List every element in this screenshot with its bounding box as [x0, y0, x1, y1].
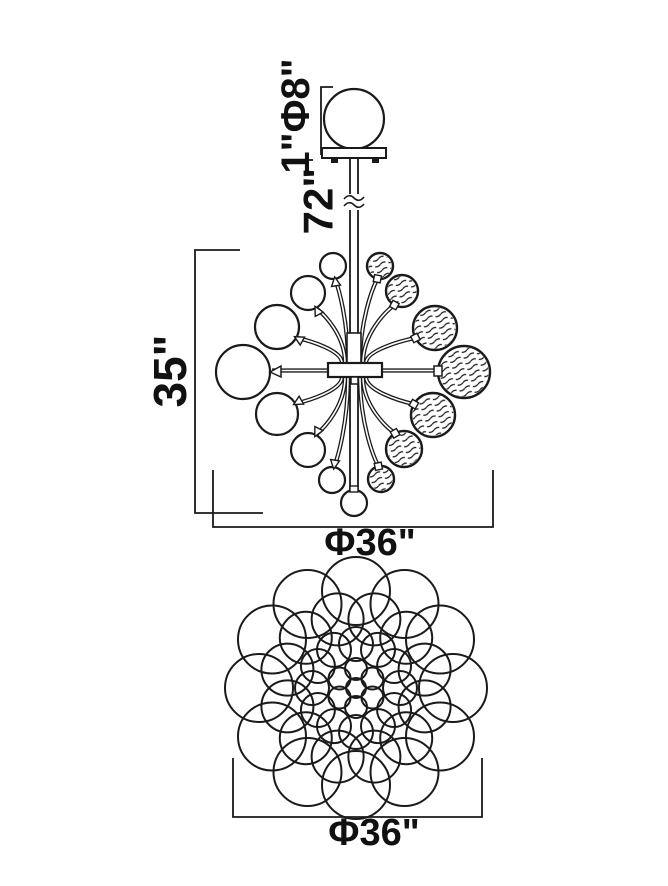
label-top-view-width: Φ36": [328, 812, 419, 854]
glass-globes: [214, 251, 492, 518]
label-fixture-width: Φ36": [324, 522, 415, 564]
label-rod-length: 72": [295, 168, 342, 235]
label-fixture-height: 35": [144, 335, 196, 408]
center-hub: [326, 332, 384, 385]
dimension-lines: [194, 86, 494, 818]
top-view-circle-layout: [224, 556, 488, 820]
label-top-globe-diameter: 1"Φ8": [274, 58, 318, 173]
side-view-structure: [321, 87, 387, 490]
